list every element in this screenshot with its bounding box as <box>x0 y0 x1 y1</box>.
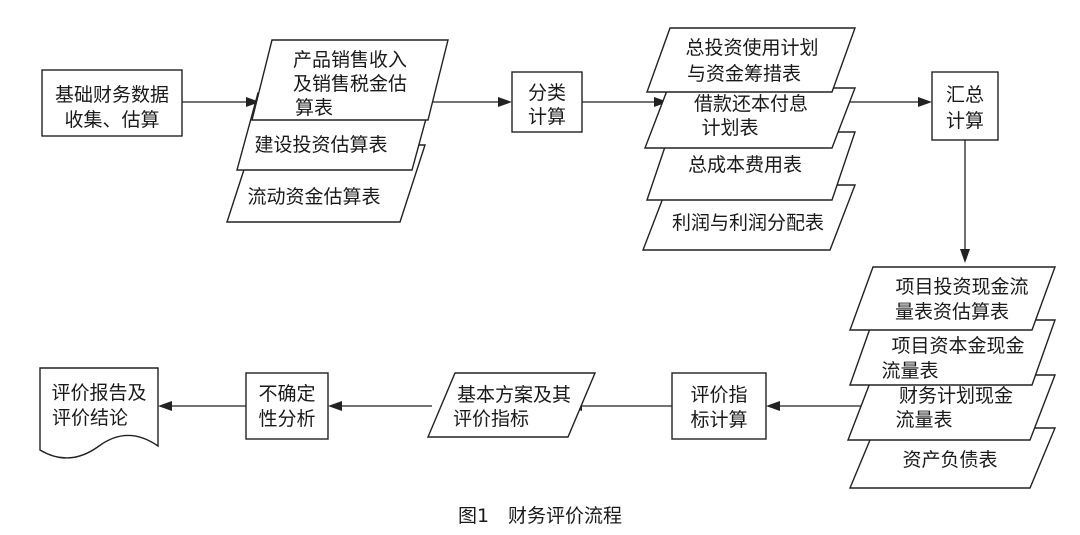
node-total-cost: 总成本费用表 <box>646 131 856 201</box>
node-indicator-calculation: 评价指 标计算 <box>671 372 767 440</box>
node-basic-scheme: 基本方案及其 评价指标 <box>426 372 597 438</box>
node-sales-revenue-estimate: 产品销售收入 及销售税金估 算表 <box>251 39 449 121</box>
arrow-indicator-calc-to-basic-scheme <box>568 401 672 411</box>
node-report-line-1: 评价报告及 <box>51 382 146 404</box>
node-total-cost-label: 总成本费用表 <box>688 154 802 176</box>
arrow-classify-to-investment-tables <box>582 97 668 107</box>
node-project-line-1: 项目投资现金流 <box>895 276 1028 298</box>
node-project-investment-cashflow: 项目投资现金流 量表资估算表 <box>848 266 1057 331</box>
node-loan-line-1: 借款还本付息 <box>694 93 808 115</box>
arrow-basic-scheme-to-uncertainty <box>328 401 432 411</box>
node-financial-cashflow: 财务计划现金 流量表 <box>846 374 1057 441</box>
node-total-investment-plan: 总投资使用计划 与资金筹措表 <box>646 27 856 93</box>
node-classify-line-1: 分类 <box>528 82 566 104</box>
node-indicator-line-1: 评价指 <box>690 384 747 406</box>
node-evaluation-report: 评价报告及 评价结论 <box>39 367 159 459</box>
node-investment-line-2: 与资金筹措表 <box>687 63 801 85</box>
node-loan-repayment: 借款还本付息 计划表 <box>643 87 857 149</box>
node-balance-sheet: 资产负债表 <box>848 427 1057 489</box>
node-scheme-line-1: 基本方案及其 <box>457 384 571 406</box>
node-capital-line-2: 流量表 <box>881 360 938 382</box>
node-basic-data-line-2: 收集、估算 <box>64 109 159 131</box>
node-capital-line-1: 项目资本金现金 <box>891 335 1024 357</box>
figure-caption: 图1 财务评价流程 <box>458 505 622 527</box>
node-investment-line-1: 总投资使用计划 <box>685 37 818 59</box>
node-sales-line-2: 及销售税金估 <box>293 73 407 95</box>
node-basic-financial-data: 基础财务数据 收集、估算 <box>41 69 183 137</box>
cashflow-tables-stack: 资产负债表 财务计划现金 流量表 项目资本金现金 流量表 项目投资现金流 量表资… <box>846 266 1057 489</box>
node-summary-calculation: 汇总 计算 <box>931 71 999 141</box>
node-summary-line-2: 计算 <box>946 110 984 132</box>
arrow-basic-data-to-sales <box>182 97 260 107</box>
node-sales-line-3: 算表 <box>295 97 333 119</box>
node-uncertainty-analysis: 不确定 性分析 <box>245 372 329 440</box>
node-construction-label: 建设投资估算表 <box>254 134 387 156</box>
node-sales-line-1: 产品销售收入 <box>293 49 407 71</box>
estimate-tables-stack: 流动资金估算表 建设投资估算表 产品销售收入 及销售税金估 算表 <box>226 39 449 223</box>
node-indicator-line-2: 标计算 <box>690 409 747 431</box>
node-classify-line-2: 计算 <box>528 106 566 128</box>
node-basic-data-line-1: 基础财务数据 <box>55 84 169 106</box>
node-financial-line-1: 财务计划现金 <box>899 385 1013 407</box>
node-uncertainty-line-2: 性分析 <box>258 408 315 430</box>
node-profit-label: 利润与利润分配表 <box>672 212 824 234</box>
arrow-summary-to-cashflow-tables <box>960 140 970 263</box>
node-summary-line-1: 汇总 <box>946 84 984 106</box>
cost-tables-stack: 利润与利润分配表 总成本费用表 借款还本付息 计划表 总投资使用计划 与资金筹措… <box>641 27 857 251</box>
node-balance-sheet-label: 资产负债表 <box>902 449 997 471</box>
node-financial-line-2: 流量表 <box>895 409 952 431</box>
node-scheme-line-2: 评价指标 <box>453 408 529 430</box>
arrow-uncertainty-to-report <box>158 401 246 411</box>
arrow-cashflow-tables-to-indicator-calc <box>766 401 862 411</box>
node-loan-line-2: 计划表 <box>701 117 758 139</box>
node-classify-calculation: 分类 计算 <box>511 71 583 133</box>
arrow-sales-to-classify <box>428 97 512 107</box>
node-capital-cashflow: 项目资本金现金 流量表 <box>849 319 1056 386</box>
node-project-line-2: 量表资估算表 <box>895 301 1009 323</box>
node-uncertainty-line-1: 不确定 <box>258 383 315 405</box>
node-working-capital-label: 流动资金估算表 <box>247 186 380 208</box>
node-report-line-2: 评价结论 <box>52 407 128 429</box>
node-profit-distribution: 利润与利润分配表 <box>641 184 857 251</box>
